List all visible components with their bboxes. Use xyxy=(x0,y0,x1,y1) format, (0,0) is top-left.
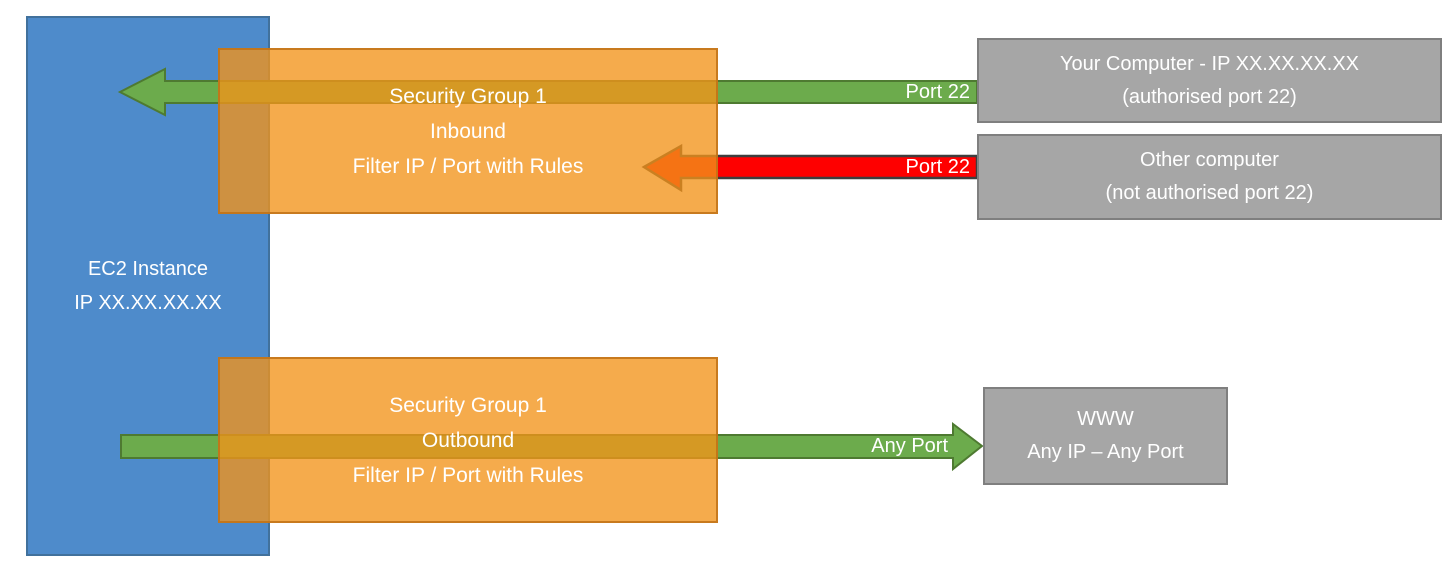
www-subtitle: Any IP – Any Port xyxy=(1027,441,1184,463)
inbound-title: Security Group 1 xyxy=(389,84,547,108)
your-computer-box: Your Computer - IP XX.XX.XX.XX (authoris… xyxy=(977,38,1442,123)
ec2-instance-title: EC2 Instance xyxy=(87,258,209,280)
ec2-instance-ip: IP XX.XX.XX.XX xyxy=(74,292,222,314)
security-group-outbound-box: Security Group 1 Outbound Filter IP / Po… xyxy=(218,357,718,523)
outbound-filter-text: Filter IP / Port with Rules xyxy=(352,463,584,487)
outbound-title: Security Group 1 xyxy=(389,393,547,417)
outbound-direction: Outbound xyxy=(421,428,515,452)
your-computer-title: Your Computer - IP XX.XX.XX.XX xyxy=(1059,52,1360,75)
inbound-allowed-port-label: Port 22 xyxy=(905,81,970,103)
other-computer-title: Other computer xyxy=(1140,149,1279,171)
inbound-blocked-port-label: Port 22 xyxy=(905,156,970,178)
www-title: WWW xyxy=(1077,408,1134,430)
security-group-inbound-box: Security Group 1 Inbound Filter IP / Por… xyxy=(218,48,718,214)
other-computer-box: Other computer (not authorised port 22) xyxy=(977,134,1442,220)
inbound-direction: Inbound xyxy=(430,119,506,143)
your-computer-subtitle: (authorised port 22) xyxy=(1122,85,1297,108)
outbound-port-label: Any Port xyxy=(871,435,948,457)
inbound-filter-text: Filter IP / Port with Rules xyxy=(352,154,584,178)
www-box: WWW Any IP – Any Port xyxy=(983,387,1228,485)
other-computer-subtitle: (not authorised port 22) xyxy=(1105,182,1314,204)
